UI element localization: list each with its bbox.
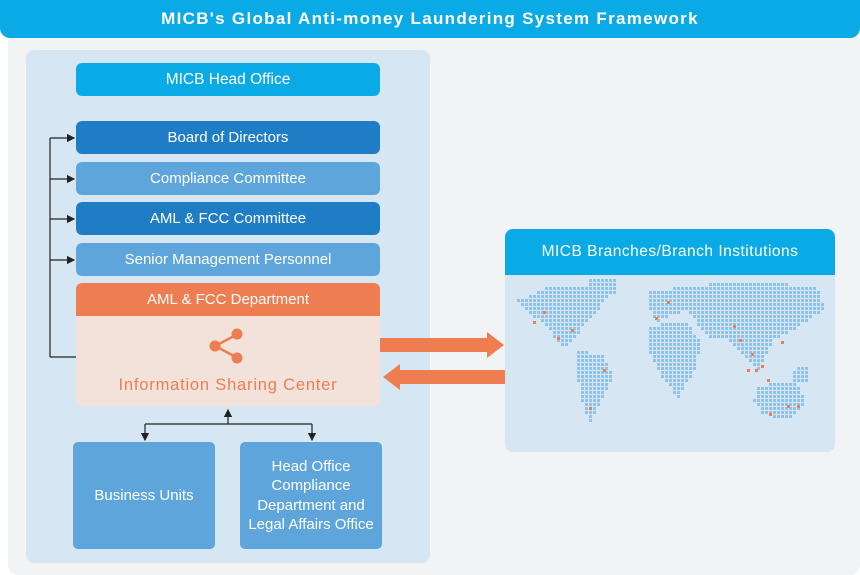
information-sharing-center-label: Information Sharing Center (118, 376, 338, 394)
world-map-icon (517, 279, 824, 422)
branches-title: MICB Branches/Branch Institutions (505, 229, 835, 275)
business-units-box: Business Units (73, 442, 215, 549)
head-office-box: MICB Head Office (76, 63, 380, 96)
exchange-arrows (380, 332, 505, 390)
compliance-legal-box: Head Office Compliance Department and Le… (240, 442, 382, 549)
page-title: MICB's Global Anti-money Laundering Syst… (0, 0, 860, 38)
senior-management-box: Senior Management Personnel (76, 243, 380, 276)
compliance-committee-box: Compliance Committee (76, 162, 380, 195)
board-of-directors-box: Board of Directors (76, 121, 380, 154)
share-icon (209, 328, 243, 364)
information-sharing-center: Information Sharing Center (76, 316, 380, 406)
aml-fcc-department-box: AML & FCC Department (76, 283, 380, 316)
branches-panel: MICB Branches/Branch Institutions (505, 229, 835, 452)
aml-fcc-committee-box: AML & FCC Committee (76, 202, 380, 235)
